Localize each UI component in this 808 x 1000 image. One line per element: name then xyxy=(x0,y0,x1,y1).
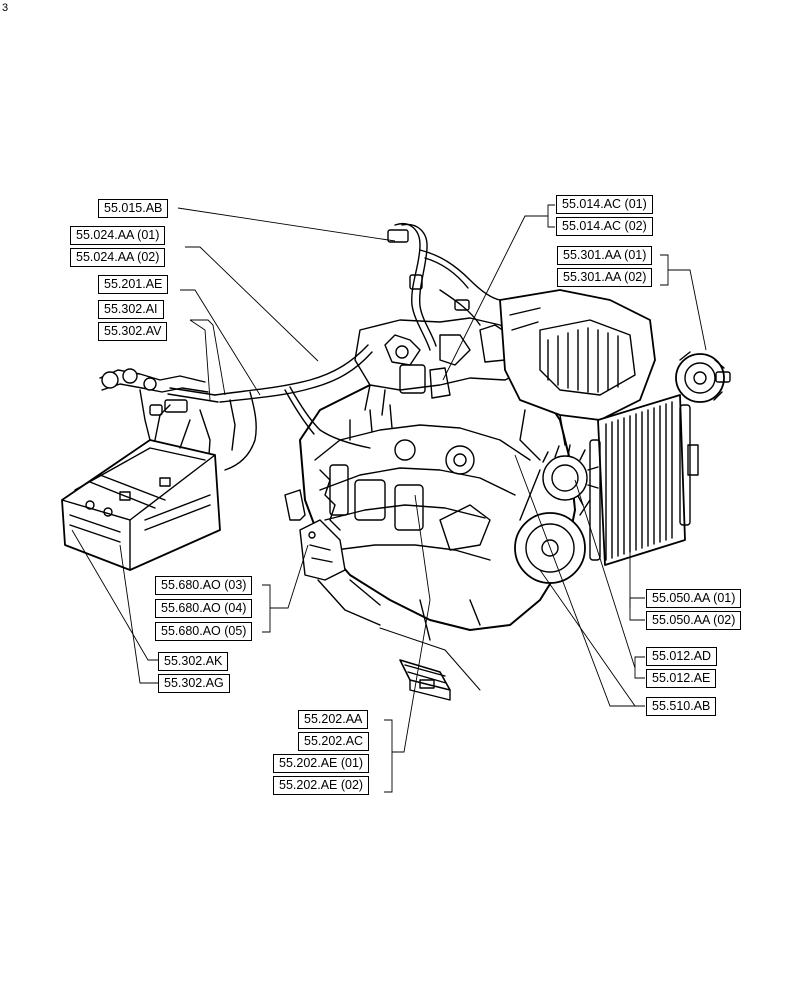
reference-label-55-050-aa-02[interactable]: 55.050.AA (02) xyxy=(646,611,742,630)
reference-label-55-014-ac-02[interactable]: 55.014.AC (02) xyxy=(556,217,653,236)
upper-wiring-harness xyxy=(387,223,501,351)
alternator xyxy=(675,351,731,403)
page-corner-mark: 3 xyxy=(2,2,9,14)
reference-label-55-301-aa-02[interactable]: 55.301.AA (02) xyxy=(557,268,653,287)
reference-label-55-202-ae-02[interactable]: 55.202.AE (02) xyxy=(273,776,370,795)
battery xyxy=(61,404,221,571)
reference-label-55-014-ac-01[interactable]: 55.014.AC (01) xyxy=(556,195,653,214)
reference-label-55-015-ab[interactable]: 55.015.AB xyxy=(98,199,169,218)
mounting-bracket xyxy=(284,489,346,581)
intake-manifold xyxy=(354,317,526,416)
reference-label-55-680-ao-03[interactable]: 55.680.AO (03) xyxy=(155,576,253,595)
reference-label-55-302-ak[interactable]: 55.302.AK xyxy=(158,652,229,671)
condenser-radiator xyxy=(589,394,699,566)
reference-label-55-012-ae[interactable]: 55.012.AE xyxy=(646,669,717,688)
reference-label-55-012-ad[interactable]: 55.012.AD xyxy=(646,647,718,666)
reference-label-55-024-aa-01[interactable]: 55.024.AA (01) xyxy=(70,226,166,245)
power-cable-connectors xyxy=(99,368,209,441)
reference-label-55-510-ab[interactable]: 55.510.AB xyxy=(646,697,717,716)
reference-label-55-202-aa[interactable]: 55.202.AA xyxy=(298,710,369,729)
reference-label-55-024-aa-02[interactable]: 55.024.AA (02) xyxy=(70,248,166,267)
reference-label-55-202-ae-01[interactable]: 55.202.AE (01) xyxy=(273,754,370,773)
reference-label-55-202-ac[interactable]: 55.202.AC xyxy=(298,732,370,751)
reference-label-55-302-ag[interactable]: 55.302.AG xyxy=(158,674,230,693)
reference-label-55-050-aa-01[interactable]: 55.050.AA (01) xyxy=(646,589,742,608)
reference-label-55-302-av[interactable]: 55.302.AV xyxy=(98,322,168,341)
engine-block xyxy=(299,364,576,641)
leader-lines xyxy=(71,204,707,793)
reference-label-55-201-ae[interactable]: 55.201.AE xyxy=(98,275,169,294)
reference-label-55-301-aa-01[interactable]: 55.301.AA (01) xyxy=(557,246,653,265)
ecu-module xyxy=(379,627,481,701)
hvac-housing xyxy=(499,289,656,461)
front-pulleys xyxy=(514,444,599,584)
reference-label-55-302-ai[interactable]: 55.302.AI xyxy=(98,300,164,319)
reference-label-55-680-ao-05[interactable]: 55.680.AO (05) xyxy=(155,622,253,641)
reference-label-55-680-ao-04[interactable]: 55.680.AO (04) xyxy=(155,599,253,618)
